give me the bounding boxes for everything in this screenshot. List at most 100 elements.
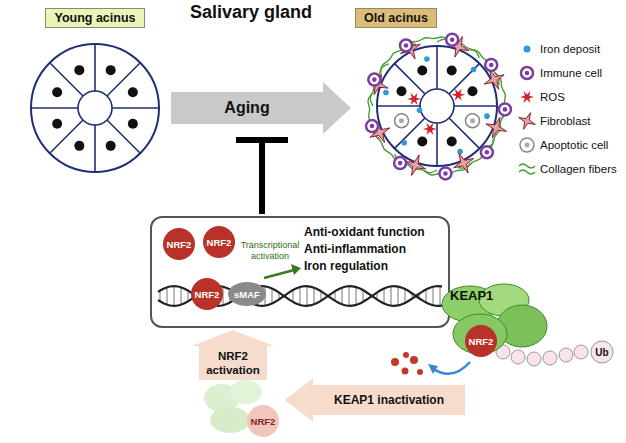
fibroblast (367, 74, 388, 95)
acinus-outline (377, 46, 497, 166)
protein-name: sMAF (234, 289, 260, 300)
dna-rung (391, 286, 392, 306)
iron-deposit (484, 113, 490, 119)
lumen (78, 91, 112, 125)
immune-nucleus (370, 124, 375, 129)
acinus-group: Old acinus (355, 6, 515, 178)
nucleus (128, 119, 138, 129)
function-text: Anti-oxidant function (304, 224, 425, 241)
protein-circle: NRF2 (162, 227, 196, 261)
ubiquitin-chain (496, 345, 588, 366)
dna-rung (349, 286, 350, 306)
protein-body (203, 226, 235, 258)
function-text: Anti-inflammation (304, 241, 425, 258)
legend-icon (518, 88, 536, 106)
dna-rung (440, 286, 441, 306)
legend-text: Immune cell (540, 67, 602, 79)
dna-rung (167, 287, 168, 305)
protein-ellipse: sMAF (227, 281, 267, 307)
arrow-head (291, 264, 301, 275)
cell-border (31, 107, 78, 109)
immune-cell (446, 34, 458, 46)
cell-border (112, 107, 159, 109)
keap1-complex: KEAP1NRF2 (440, 282, 550, 360)
immune-nucleus (450, 37, 455, 42)
nucleus (106, 65, 116, 75)
legend-symbol (519, 113, 536, 130)
dna-rung (342, 288, 343, 305)
immune-nucleus (372, 77, 377, 82)
fibroblast (405, 155, 426, 176)
cell-border (436, 123, 438, 166)
legend-text: Fibroblast (540, 115, 591, 127)
dna-rung (426, 289, 427, 302)
immune-cell (394, 157, 406, 169)
arrow-label: NRF2 activation (206, 350, 260, 376)
dna-rung (160, 291, 161, 302)
dna-rung (293, 290, 294, 302)
function-text: Iron regulation (304, 258, 425, 275)
dna-rung (433, 287, 434, 306)
dna-rung (181, 287, 182, 305)
lumen (420, 89, 454, 123)
faded-keap1 (210, 407, 250, 433)
legend-icon (518, 64, 536, 82)
ubiquitin-bead (543, 351, 557, 365)
protein-name: NRF2 (195, 289, 220, 300)
acinus-group: Young acinus (25, 6, 165, 178)
edge-label: Aging (221, 99, 272, 117)
fibroblast (454, 153, 474, 173)
protein-name: NRF2 (167, 239, 192, 250)
acinus-figure (355, 6, 515, 178)
iron-deposit (471, 67, 477, 73)
apoptotic-nucleus (470, 118, 475, 123)
figure-title: Salivary gland (190, 2, 312, 23)
acinus-label: Old acinus (355, 8, 437, 28)
immune-cell (481, 146, 493, 158)
protein-name: NRF2 (469, 336, 494, 347)
legend-symbol (520, 138, 534, 152)
immune-cell (485, 59, 497, 71)
nucleus (74, 141, 84, 151)
fibroblast (484, 69, 504, 89)
faded-keap1 (230, 380, 262, 404)
cell-border (94, 125, 96, 172)
annotation: Transcriptional activation (238, 240, 302, 262)
ubiquitin-bead (527, 352, 541, 366)
protein-body (591, 341, 613, 363)
degraded-fragment (391, 358, 399, 366)
cell-border (377, 105, 420, 107)
dna-rung (307, 286, 308, 306)
legend-icon (518, 160, 536, 178)
arrow-body (285, 378, 465, 422)
block-arrow-left: KEAP1 inactivation (285, 378, 465, 422)
immune-cell (499, 103, 511, 115)
ubiquitin-bead (574, 345, 588, 359)
ros (407, 93, 421, 105)
arrow-head (428, 364, 438, 374)
dna-rung (356, 287, 357, 305)
legend-text: Apoptotic cell (540, 139, 608, 151)
apoptotic-cell (465, 114, 479, 128)
pathway-panel: Anti-oxidant functionAnti-inflammationIr… (150, 216, 450, 328)
nucleus (467, 86, 477, 96)
nucleus (447, 66, 457, 76)
ubiquitin-bead (511, 350, 525, 364)
iron-deposit (383, 90, 389, 96)
degraded-fragment (403, 352, 409, 358)
protein-circle: Ub (590, 340, 614, 364)
protein-name: Ub (595, 347, 608, 358)
protein-name: NRF2 (251, 416, 276, 427)
legend-row: Immune cell (518, 64, 602, 82)
iron-deposit (401, 140, 407, 146)
immune-cell (400, 39, 412, 51)
fibroblast (400, 39, 420, 59)
ubiquitin-bead (559, 348, 573, 362)
protein-body (228, 282, 266, 306)
protein-circle: NRF2 (246, 404, 280, 438)
legend-row: Collagen fibers (518, 160, 617, 178)
protein-body (465, 325, 497, 357)
nucleus (417, 136, 427, 146)
acinus-figure (25, 6, 165, 178)
